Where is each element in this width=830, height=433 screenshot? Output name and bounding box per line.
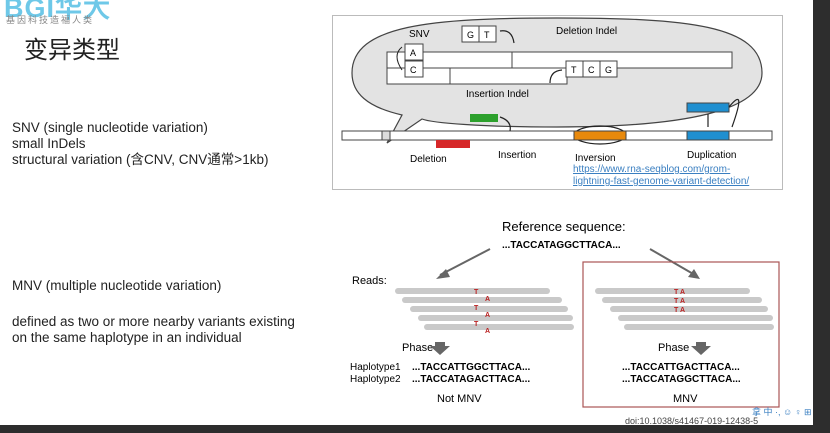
read-base: T <box>474 321 479 328</box>
read-base: A <box>485 296 490 303</box>
snv-line: SNV (single nucleotide variation) <box>12 120 208 135</box>
window-frame-right <box>813 0 830 433</box>
insertion-indel-label: Insertion Indel <box>466 89 529 100</box>
right-haplotype2: ...TACCATAGGCTTACA... <box>622 374 741 385</box>
doi-citation: doi:10.1038/s41467-019-12438-5 <box>625 416 759 425</box>
read-bases: T A <box>674 298 685 305</box>
snv-label: SNV <box>409 29 430 40</box>
deleted-base-t: T <box>484 30 490 40</box>
inserted-base-g: G <box>605 65 612 75</box>
duplication-label: Duplication <box>687 150 736 161</box>
deleted-base-g: G <box>467 30 474 40</box>
inserted-base-c: C <box>588 65 595 75</box>
read-base: A <box>485 312 490 319</box>
variant-types-figure-frame <box>332 15 783 190</box>
haplotype2-label: Haplotype2 <box>350 374 401 385</box>
read-base: T <box>474 289 479 296</box>
snv-base-c: C <box>410 65 417 75</box>
left-reads <box>395 288 574 330</box>
left-haplotype2: ...TACCATAGACTTACA... <box>412 374 530 385</box>
slide-title: 变异类型 <box>24 36 120 64</box>
mnv-definition: defined as two or more nearby variants e… <box>12 314 295 345</box>
window-frame-bottom <box>0 425 830 433</box>
slide: BGI华大 基因科技造福人类 变异类型 SNV (single nucleoti… <box>0 0 813 425</box>
source-link-line1[interactable]: https://www.rna-seqblog.com/grom- <box>573 164 731 175</box>
logo: BGI华大 <box>4 0 112 23</box>
inserted-base-t: T <box>571 65 577 75</box>
read-bases: T A <box>674 289 685 296</box>
variant-types-figure: SNV A C G T Deletion Indel T C G Inserti… <box>341 17 773 165</box>
reference-sequence: ...TACCATAGGCTTACA... <box>502 240 621 251</box>
mnv-caption: MNV <box>673 393 698 405</box>
sv-line: structural variation (含CNV, CNV通常>1kb) <box>12 152 269 167</box>
haplotype1-label: Haplotype1 <box>350 362 401 373</box>
phase-label-left: Phase <box>402 342 433 354</box>
snv-base-a: A <box>410 48 416 58</box>
mnv-highlight-box <box>582 261 780 408</box>
deletion-label: Deletion <box>410 154 447 165</box>
inversion-label: Inversion <box>575 153 616 164</box>
not-mnv-caption: Not MNV <box>437 393 482 405</box>
read-base: A <box>485 328 490 335</box>
insertion-label: Insertion <box>498 150 536 161</box>
input-method-tray[interactable]: 拿 中 ·, ☺ ♀ ⊞ <box>752 407 812 417</box>
deletion-indel-label: Deletion Indel <box>556 26 617 37</box>
read-base: T <box>474 305 479 312</box>
read-bases: T A <box>674 307 685 314</box>
variant-list-a: SNV (single nucleotide variation) small … <box>12 120 268 168</box>
indel-line: small InDels <box>12 136 86 151</box>
reference-label: Reference sequence: <box>502 219 626 234</box>
source-link-line2[interactable]: lightning-fast-genome-variant-detection/ <box>573 176 750 187</box>
logo-subtitle: 基因科技造福人类 <box>6 15 95 25</box>
mnv-line: MNV (multiple nucleotide variation) <box>12 278 222 293</box>
left-haplotype1: ...TACCATTGGCTTACA... <box>412 362 531 373</box>
mnv-heading: MNV (multiple nucleotide variation) <box>12 278 221 294</box>
phase-label-right: Phase <box>658 342 689 354</box>
reads-label: Reads: <box>352 275 387 287</box>
mnv-figure: Reference sequence: ...TACCATAGGCTTACA..… <box>350 219 780 408</box>
right-haplotype1: ...TACCATTGACTTACA... <box>622 362 740 373</box>
